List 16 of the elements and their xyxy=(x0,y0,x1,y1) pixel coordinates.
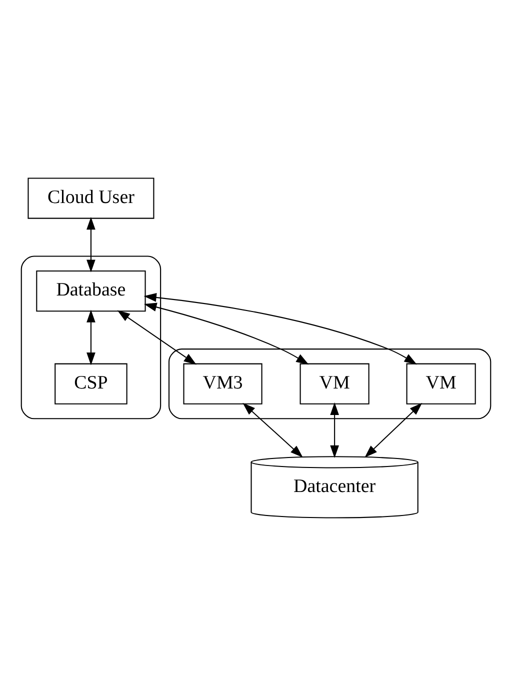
arrow xyxy=(144,302,309,364)
arrow xyxy=(86,309,96,365)
node-box: VM xyxy=(406,362,476,404)
arrow xyxy=(364,402,422,458)
arrow xyxy=(242,402,303,458)
cluster xyxy=(168,348,492,419)
node-box: Database xyxy=(36,270,146,312)
arrow xyxy=(117,310,196,364)
node-box: CSP xyxy=(54,362,128,404)
node-box: VM3 xyxy=(183,362,262,404)
arrow xyxy=(144,292,417,364)
cluster xyxy=(20,255,162,419)
arrow xyxy=(86,216,96,272)
node-box: Cloud User xyxy=(28,177,154,218)
arrow xyxy=(330,402,339,458)
node-box: VM xyxy=(300,362,370,404)
